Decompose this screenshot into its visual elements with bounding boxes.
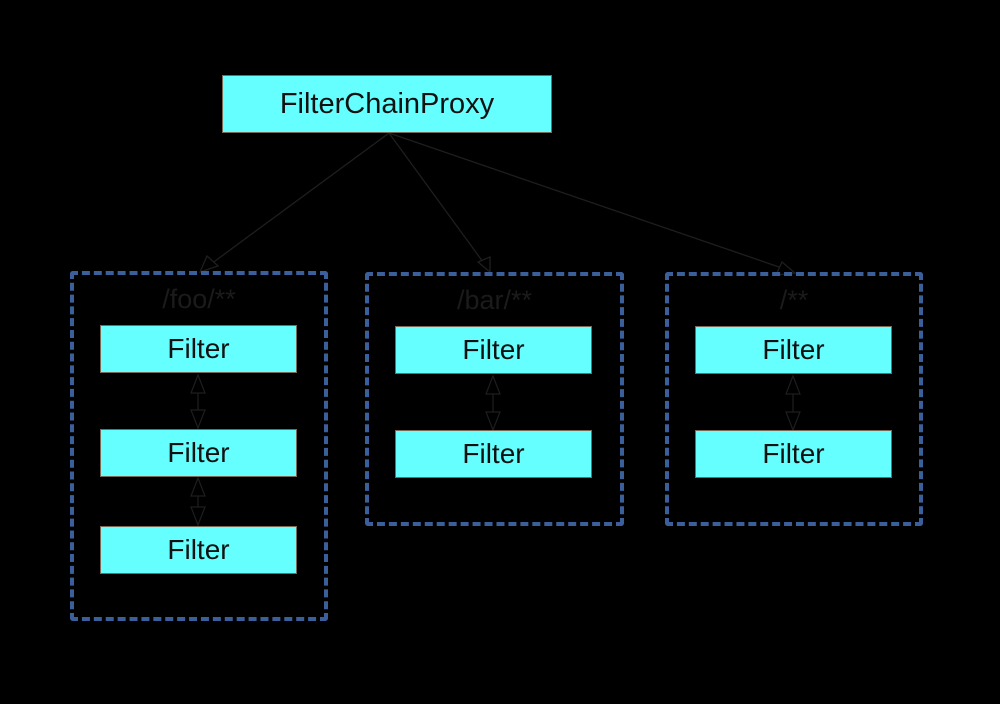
filter-box: Filter: [100, 325, 297, 373]
filter-label: Filter: [167, 437, 230, 468]
bar-filter-link-1: [485, 374, 501, 432]
foo-filter-link-2: [190, 476, 206, 527]
filter-chain-proxy-box: FilterChainProxy: [222, 75, 552, 133]
proxy-to-bar-arrow: [388, 132, 491, 274]
chain-pattern-label: /bar/**: [456, 285, 533, 315]
security-filter-chain-foo: /foo/**: [70, 271, 328, 621]
security-filter-chain-root: /**: [665, 272, 923, 526]
filter-box: Filter: [695, 430, 892, 478]
filter-label: Filter: [167, 333, 230, 364]
filter-box: Filter: [395, 430, 592, 478]
foo-filter-link-1: [190, 373, 206, 430]
filter-chain-proxy-label: FilterChainProxy: [279, 87, 495, 120]
filter-box: Filter: [100, 429, 297, 477]
filter-label: Filter: [462, 334, 525, 365]
chain-pattern-label: /foo/**: [162, 284, 236, 314]
proxy-to-foo-arrow: [198, 132, 390, 274]
filter-box: Filter: [695, 326, 892, 374]
filter-box: Filter: [395, 326, 592, 374]
filter-box: Filter: [100, 526, 297, 574]
proxy-to-root-arrow: [388, 132, 797, 276]
root-filter-link-1: [785, 374, 801, 432]
filter-label: Filter: [762, 438, 825, 469]
filter-label: Filter: [167, 534, 230, 565]
filter-label: Filter: [462, 438, 525, 469]
filter-label: Filter: [762, 334, 825, 365]
chain-pattern-label: /**: [779, 285, 809, 315]
security-filter-chain-bar: /bar/**: [365, 272, 624, 526]
